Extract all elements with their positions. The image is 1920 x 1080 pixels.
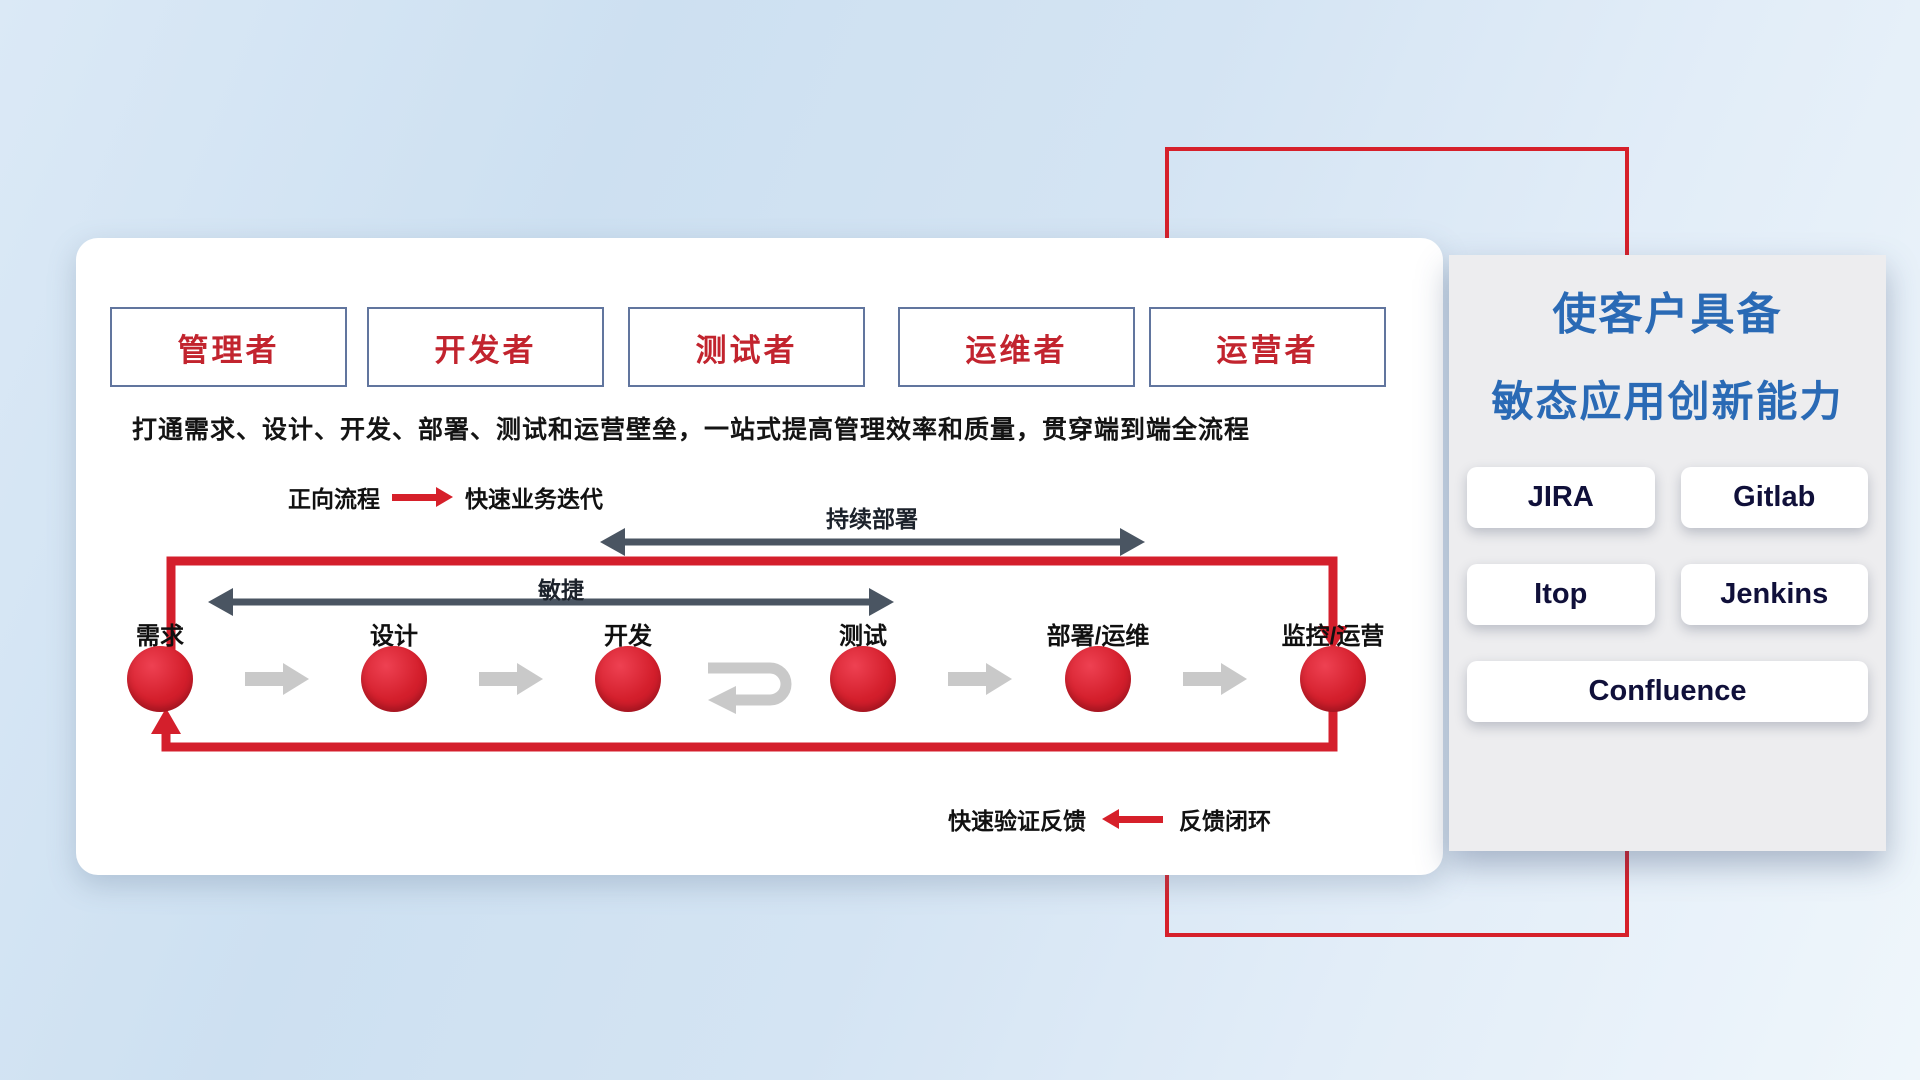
tools-panel-title-line2: 敏态应用创新能力 (1491, 378, 1844, 425)
legend-forward-label: 正向流程 (288, 486, 380, 512)
arrowhead-right-icon (1120, 528, 1145, 556)
stage-node-monitor-ops (1300, 646, 1366, 712)
arrowhead-down-icon (1318, 626, 1348, 650)
panel-subtitle: 打通需求、设计、开发、部署、测试和运营壁垒，一站式提高管理效率和质量，贯穿端到端… (132, 416, 1251, 444)
feedback-loop-line (161, 710, 1338, 752)
stage-label-test: 测试 (839, 623, 887, 650)
iterate-uturn-arrowhead-icon (708, 686, 736, 714)
stage-node-design (361, 646, 427, 712)
forward-loop-line (166, 556, 1338, 652)
agile-label: 敏捷 (538, 577, 584, 603)
arrowhead-up-icon (151, 708, 181, 734)
role-label: 管理者 (177, 332, 280, 368)
legend-feedback-label: 反馈闭环 (1179, 808, 1271, 834)
arrowhead-left-icon (208, 588, 233, 616)
forward-arrow-icon (392, 487, 453, 507)
stage-node-requirements (127, 646, 193, 712)
role-box-tester: 测试者 (628, 307, 865, 387)
step-arrow-icon (1183, 663, 1247, 695)
feedback-arrow-icon (1102, 809, 1163, 829)
role-box-manager: 管理者 (110, 307, 347, 387)
capability-tools-panel: 使客户具备 敏态应用创新能力 JIRA Gitlab Itop Jenkins … (1449, 255, 1886, 851)
step-arrow-icon (948, 663, 1012, 695)
tool-button-gitlab: Gitlab (1680, 467, 1868, 528)
role-box-ops: 运维者 (898, 307, 1135, 387)
tools-grid: JIRA Gitlab Itop Jenkins Confluence (1467, 467, 1868, 722)
continuous-deploy-label: 持续部署 (826, 506, 918, 532)
tool-button-confluence: Confluence (1467, 661, 1868, 722)
tool-button-jenkins: Jenkins (1680, 564, 1868, 625)
devops-diagram-panel: 管理者 开发者 测试者 运维者 运营者 打通需求、设计、开发、部署、测试和运营壁… (76, 238, 1443, 875)
tools-panel-title: 使客户具备 敏态应用创新能力 (1467, 293, 1868, 423)
arrowhead-right-icon (869, 588, 894, 616)
role-label: 运维者 (965, 332, 1068, 368)
legend-feedback-desc: 快速验证反馈 (948, 808, 1086, 834)
tool-button-jira: JIRA (1467, 467, 1655, 528)
role-box-operator: 运营者 (1149, 307, 1386, 387)
role-box-developer: 开发者 (367, 307, 604, 387)
legend-forward-desc: 快速业务迭代 (465, 486, 603, 512)
step-arrow-icon (245, 663, 309, 695)
role-label: 开发者 (434, 332, 537, 368)
role-label: 测试者 (695, 332, 798, 368)
legend-forward-flow: 正向流程 快速业务迭代 (288, 480, 603, 514)
iterate-uturn-icon (708, 662, 792, 706)
stage-label-monitor-ops: 监控/运营 (1281, 623, 1385, 650)
stage-label-requirements: 需求 (136, 623, 184, 650)
role-label: 运营者 (1216, 332, 1319, 368)
stage-node-deploy-ops (1065, 646, 1131, 712)
tools-panel-title-line1: 使客户具备 (1552, 290, 1783, 339)
arrowhead-left-icon (600, 528, 625, 556)
flow-arrows-graphic (151, 528, 1348, 752)
legend-feedback-loop: 快速验证反馈 反馈闭环 (948, 802, 1271, 836)
stage-label-develop: 开发 (604, 623, 652, 650)
stage-node-test (830, 646, 896, 712)
stage-node-develop (595, 646, 661, 712)
tool-button-itop: Itop (1467, 564, 1655, 625)
step-arrow-icon (479, 663, 543, 695)
stage-label-deploy-ops: 部署/运维 (1046, 623, 1150, 650)
stage-label-design: 设计 (370, 623, 418, 650)
